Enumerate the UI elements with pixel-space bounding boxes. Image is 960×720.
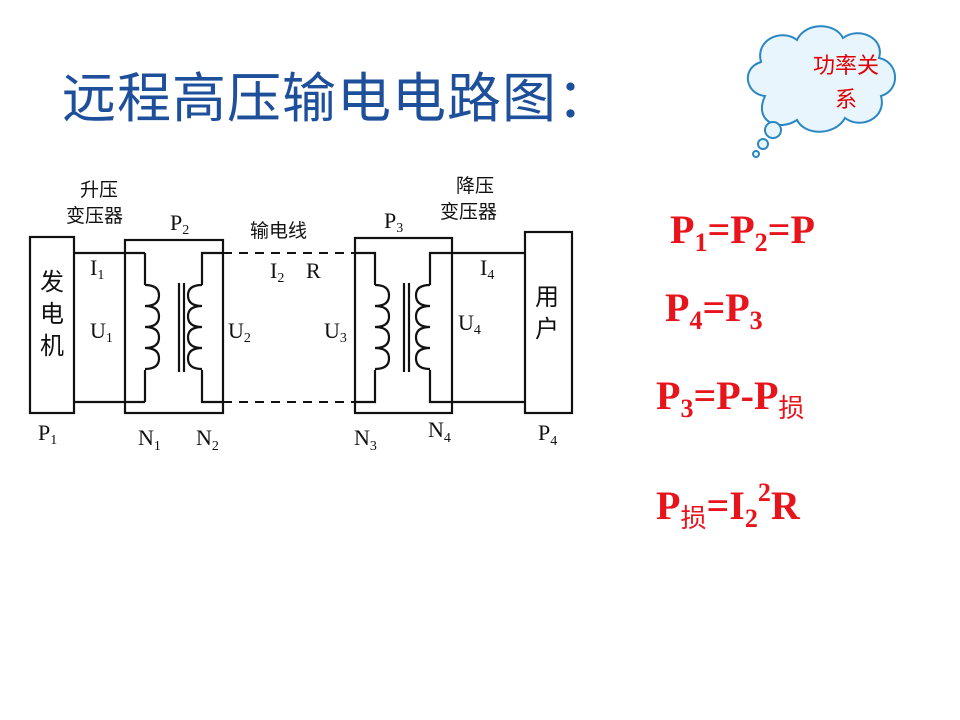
i4-label: I (480, 255, 487, 280)
callout-text: 功率关 系 (790, 50, 902, 118)
svg-text:U3: U3 (324, 318, 347, 346)
n2-sub: 2 (212, 439, 219, 454)
u4-label: U (458, 310, 474, 335)
line-label: 输电线 (250, 220, 307, 242)
eq3-a: P (656, 373, 681, 418)
user-box (523, 230, 574, 415)
p2-sub: 2 (182, 223, 189, 238)
eq1-b: =P (707, 207, 755, 252)
u3-sub: 3 (340, 331, 347, 346)
eq4-a-sub: 损 (680, 504, 707, 534)
svg-text:N4: N4 (428, 417, 451, 446)
p4-bottom-label: P (538, 420, 550, 445)
eq3-b: =P-P (693, 373, 779, 418)
svg-text:I2: I2 (270, 258, 284, 286)
n4-label: N (428, 417, 444, 442)
callout-line-2: 系 (834, 88, 857, 113)
n4-sub: 4 (444, 431, 451, 446)
svg-text:U4: U4 (458, 310, 481, 338)
secondary-coil (186, 283, 203, 371)
svg-text:I4: I4 (480, 255, 494, 283)
eq2-a: P (665, 285, 690, 330)
step-down-transformer-box (353, 236, 454, 415)
i1-sub: 1 (97, 268, 104, 283)
step-down-primary-coil (374, 283, 391, 371)
u4-sub: 4 (474, 323, 481, 338)
eq2-a-sub: 4 (689, 306, 703, 335)
eq4-a: P (656, 483, 681, 528)
primary-coil (144, 283, 161, 371)
i2-label: I (270, 258, 277, 283)
n1-label: N (138, 425, 154, 450)
eq3-b-sub: 损 (778, 394, 805, 424)
step-up-label-1: 升压 (80, 179, 118, 201)
svg-text:P2: P2 (170, 210, 189, 238)
eq3-a-sub: 3 (680, 394, 694, 423)
eq1-a: P (670, 207, 695, 252)
i2-sub: 2 (277, 271, 284, 286)
svg-text:I1: I1 (90, 255, 104, 283)
svg-text:U2: U2 (228, 318, 251, 346)
step-down-label-1: 降压 (456, 175, 494, 197)
svg-text:N3: N3 (354, 425, 377, 454)
svg-text:P4: P4 (538, 420, 557, 449)
equation-3: P3=P-P损 (656, 372, 804, 425)
eq2-b: =P (702, 285, 750, 330)
page-title: 远程高压输电电路图： (62, 67, 612, 130)
u1-sub: 1 (106, 331, 113, 346)
svg-text:P3: P3 (384, 208, 403, 236)
svg-text:U1: U1 (90, 318, 113, 346)
step-down-secondary-coil (414, 283, 431, 371)
n3-sub: 3 (370, 439, 377, 454)
eq2-b-sub: 3 (749, 306, 763, 335)
step-up-transformer-box (123, 238, 225, 415)
eq1-a-sub: 1 (694, 228, 708, 257)
generator-label-3: 机 (40, 332, 64, 360)
eq4-c: R (770, 483, 800, 528)
eq1-c: =P (767, 207, 815, 252)
eq4-b: =I (706, 483, 745, 528)
i4-sub: 4 (487, 268, 494, 283)
step-down-label-2: 变压器 (440, 201, 497, 223)
i1-label: I (90, 255, 97, 280)
p1-bottom-sub: 1 (50, 433, 57, 448)
user-label-2: 户 (535, 315, 559, 343)
eq4-b-sub: 2 (744, 504, 758, 533)
eq1-b-sub: 2 (754, 228, 768, 257)
p2-label: P (170, 210, 182, 235)
r-label: R (306, 258, 321, 283)
u3-label: U (324, 318, 340, 343)
svg-text:N1: N1 (138, 425, 161, 454)
u2-sub: 2 (244, 331, 251, 346)
callout-line-1: 功率关 (812, 54, 879, 79)
n1-sub: 1 (154, 439, 161, 454)
p3-sub: 3 (396, 221, 403, 236)
svg-text:N2: N2 (196, 425, 219, 454)
u2-label: U (228, 318, 244, 343)
step-up-label-2: 变压器 (66, 205, 123, 227)
generator-label-1: 发 (40, 268, 64, 296)
p1-bottom-label: P (38, 420, 50, 445)
n3-label: N (354, 425, 370, 450)
equation-4: P损=I22R (656, 478, 800, 535)
generator-label-2: 电 (40, 300, 64, 328)
equation-1: P1=P2=P (670, 206, 815, 258)
generator-box (28, 235, 76, 415)
p3-label: P (384, 208, 396, 233)
thought-cloud-icon (746, 25, 896, 158)
svg-text:P1: P1 (38, 420, 57, 448)
p4-bottom-sub: 4 (550, 434, 557, 449)
u1-label: U (90, 318, 106, 343)
user-label-1: 用 (535, 283, 559, 311)
equation-2: P4=P3 (665, 284, 763, 336)
circuit-diagram: 升压 变压器 降压 变压器 输电线 发 电 机 用 户 I1 U1 P2 U2 … (28, 175, 574, 454)
eq4-b-sup: 2 (757, 478, 771, 507)
n2-label: N (196, 425, 212, 450)
